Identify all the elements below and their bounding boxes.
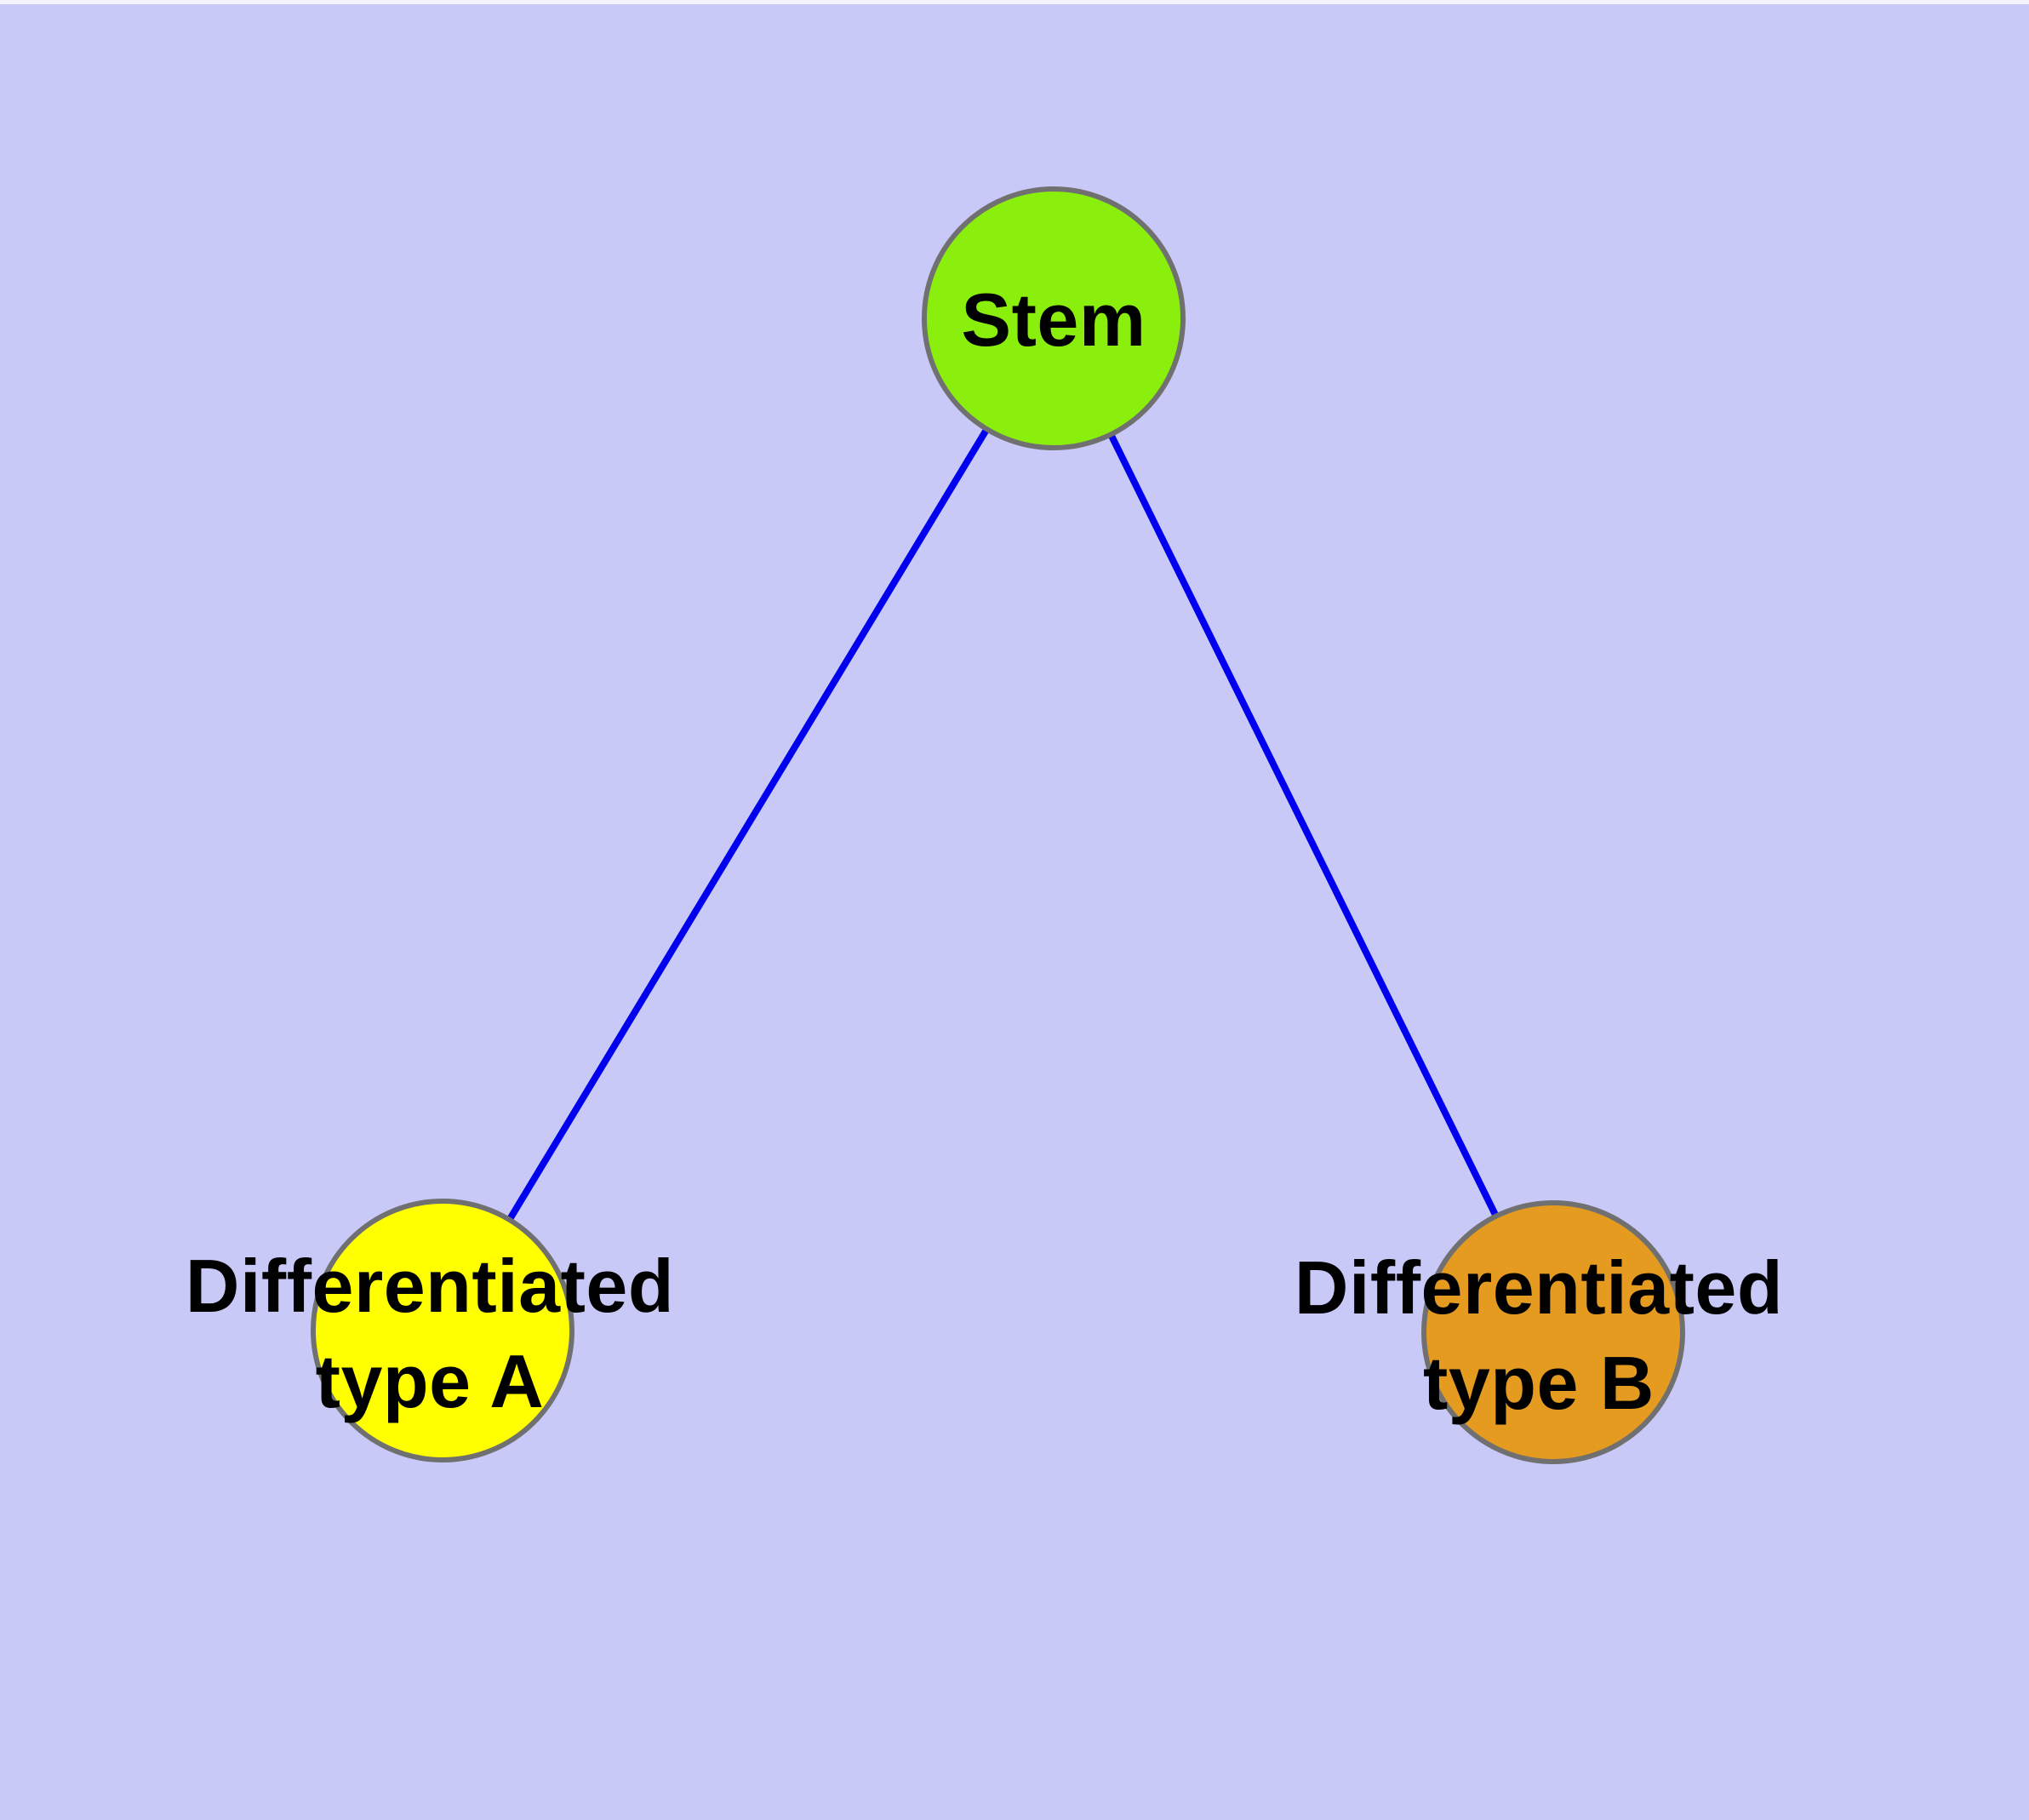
node-differentiated-type-b[interactable] [1421,1200,1685,1464]
edge-stem-to-type-b [1050,315,1557,1336]
node-label-stem: Stem [961,272,1146,368]
node-label-type-b-line1: Differentiated [1294,1245,1784,1330]
node-label-differentiated-type-a: Differentiated type A [186,1239,674,1429]
edge-stem-to-type-a [439,315,1057,1334]
node-stem[interactable] [922,186,1186,450]
node-differentiated-type-a[interactable] [311,1199,574,1462]
node-label-differentiated-type-b: Differentiated type B [1295,1240,1783,1431]
node-label-type-a-line1: Differentiated [185,1244,675,1328]
node-label-type-b-line2: type B [1423,1341,1655,1425]
node-label-type-a-line2: type A [315,1339,545,1423]
window-top-edge [0,0,2029,4]
node-label-stem-text: Stem [961,278,1146,362]
